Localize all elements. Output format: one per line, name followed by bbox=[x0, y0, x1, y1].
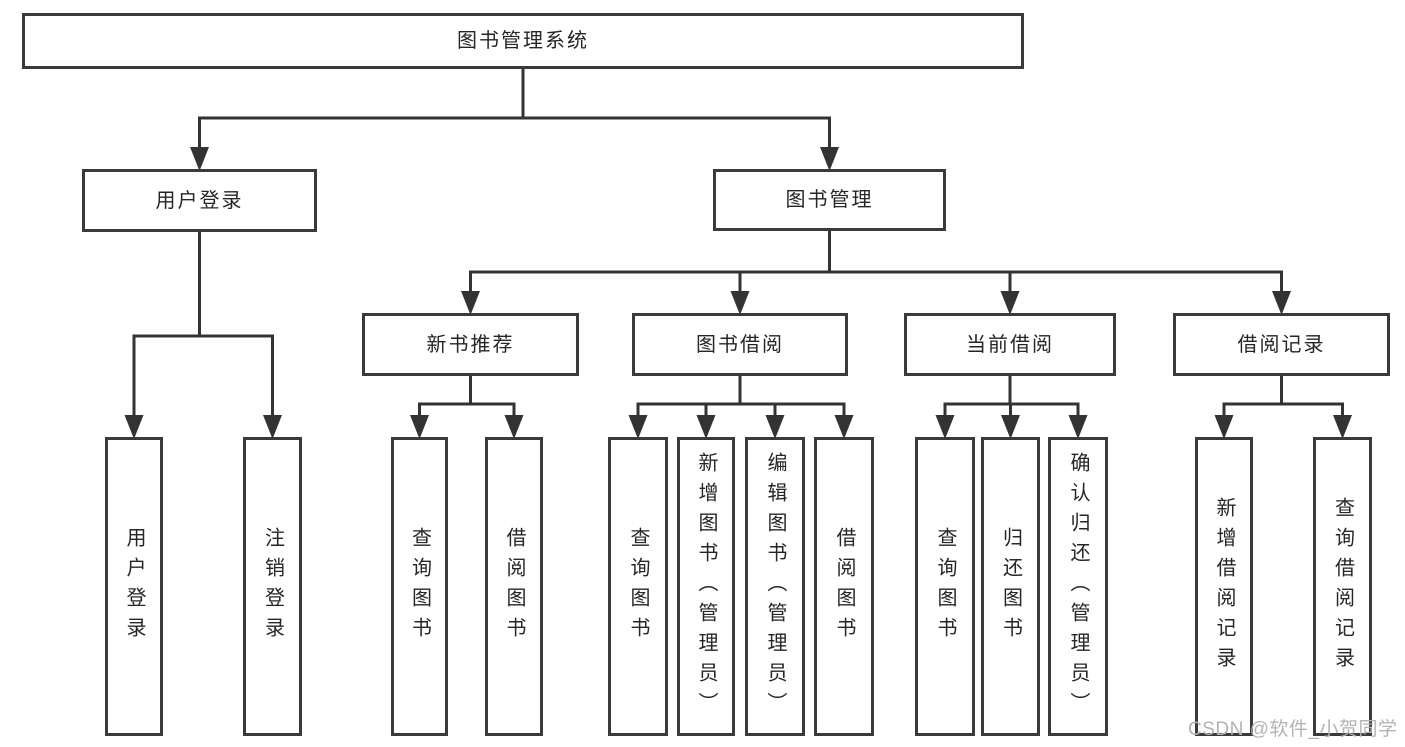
node-label: 查询借阅记录 bbox=[1331, 496, 1354, 677]
node-label: 用户登录 bbox=[155, 189, 244, 212]
node-label: 查询图书 bbox=[627, 526, 649, 647]
diagram-node-bb-borrow-book: 借阅图书 bbox=[814, 437, 874, 736]
node-label: 归还图书 bbox=[999, 526, 1022, 647]
node-label: 图书借阅 bbox=[696, 333, 784, 356]
node-label: 查询图书 bbox=[934, 526, 956, 647]
node-label: 图书管理系统 bbox=[457, 30, 589, 52]
node-label: 图书管理 bbox=[785, 189, 874, 211]
diagram-node-cb-return-book: 归还图书 bbox=[981, 437, 1040, 736]
node-label: 当前借阅 bbox=[966, 333, 1054, 356]
diagram-node-user-login: 用户登录 bbox=[82, 169, 317, 232]
diagram-node-login: 用户登录 bbox=[105, 437, 163, 736]
diagram-node-bb-query-book: 查询图书 bbox=[608, 437, 668, 736]
node-label: 用户登录 bbox=[123, 526, 145, 647]
diagram-node-book-mgmt: 图书管理 bbox=[713, 169, 946, 231]
diagram-node-br-add-record: 新增借阅记录 bbox=[1195, 437, 1253, 736]
node-label: 新书推荐 bbox=[426, 333, 515, 356]
diagram-node-current-borrow: 当前借阅 bbox=[904, 313, 1116, 376]
diagram-node-rec-query-book: 查询图书 bbox=[391, 437, 448, 736]
node-label: 借阅图书 bbox=[833, 526, 855, 647]
node-label: 注销登录 bbox=[261, 526, 284, 647]
diagram-node-bb-add-book: 新增图书（管理员） bbox=[677, 437, 735, 736]
watermark-text: CSDN @软件_小贺同学 bbox=[1188, 719, 1398, 740]
diagram-node-borrow-records: 借阅记录 bbox=[1173, 313, 1390, 376]
diagram-node-root: 图书管理系统 bbox=[22, 13, 1024, 69]
node-label: 查询图书 bbox=[408, 526, 431, 647]
diagram-node-cb-confirm-return: 确认归还（管理员） bbox=[1048, 437, 1108, 736]
diagram-node-br-query-record: 查询借阅记录 bbox=[1313, 437, 1372, 736]
diagram-node-logout: 注销登录 bbox=[243, 437, 302, 736]
node-label: 借阅记录 bbox=[1237, 333, 1326, 356]
diagram-node-cb-query-book: 查询图书 bbox=[915, 437, 975, 736]
node-label: 借阅图书 bbox=[503, 526, 525, 647]
node-label: 新增图书（管理员） bbox=[695, 451, 717, 722]
node-label: 编辑图书（管理员） bbox=[764, 451, 786, 722]
diagram-node-book-borrow: 图书借阅 bbox=[632, 313, 848, 376]
node-label: 确认归还（管理员） bbox=[1067, 451, 1089, 722]
diagram-node-bb-edit-book: 编辑图书（管理员） bbox=[745, 437, 805, 736]
diagram-node-rec-borrow-book: 借阅图书 bbox=[485, 437, 543, 736]
diagram-node-new-book-rec: 新书推荐 bbox=[362, 313, 579, 376]
node-label: 新增借阅记录 bbox=[1213, 496, 1235, 677]
